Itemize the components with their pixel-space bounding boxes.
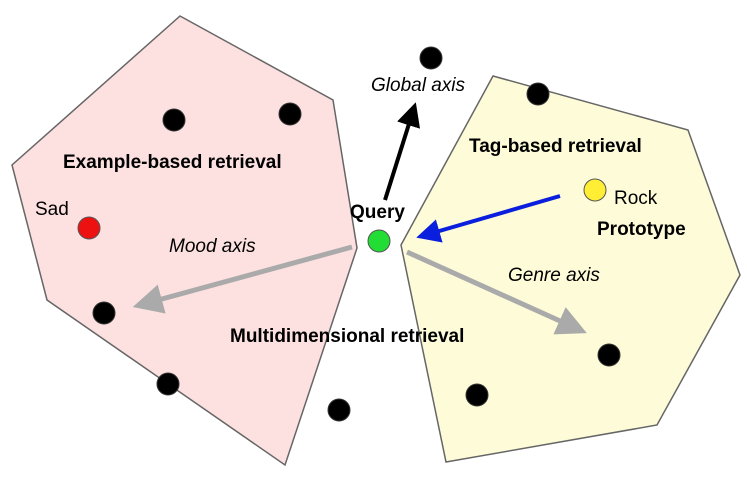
query-label: Query [350, 202, 405, 223]
mood-axis-label: Mood axis [169, 236, 256, 257]
tag-based-region [400, 75, 741, 463]
genre-axis-label: Genre axis [508, 265, 600, 286]
item-point [327, 398, 351, 422]
multidimensional-label: Multidimensional retrieval [230, 326, 464, 347]
tag-based-label: Tag-based retrieval [469, 136, 642, 157]
example-based-region [11, 15, 358, 467]
item-point [92, 301, 116, 325]
item-point [526, 82, 550, 106]
item-point [162, 108, 186, 132]
example-based-label: Example-based retrieval [63, 152, 282, 173]
mood-axis-arrow [132, 244, 353, 314]
prototype-label: Prototype [597, 219, 686, 240]
item-point [597, 343, 621, 367]
genre-axis-arrow [405, 249, 587, 335]
rock-label: Rock [614, 188, 658, 209]
query-point [367, 229, 391, 253]
prototype-arrow [416, 194, 561, 243]
item-point [278, 102, 302, 126]
item-point [419, 46, 443, 70]
rock-point [583, 178, 607, 202]
item-point [465, 383, 489, 407]
global-axis-arrow [383, 102, 421, 201]
sad-label: Sad [35, 199, 69, 220]
global-axis-label: Global axis [371, 75, 465, 96]
item-point [156, 372, 180, 396]
sad-point [77, 216, 101, 240]
